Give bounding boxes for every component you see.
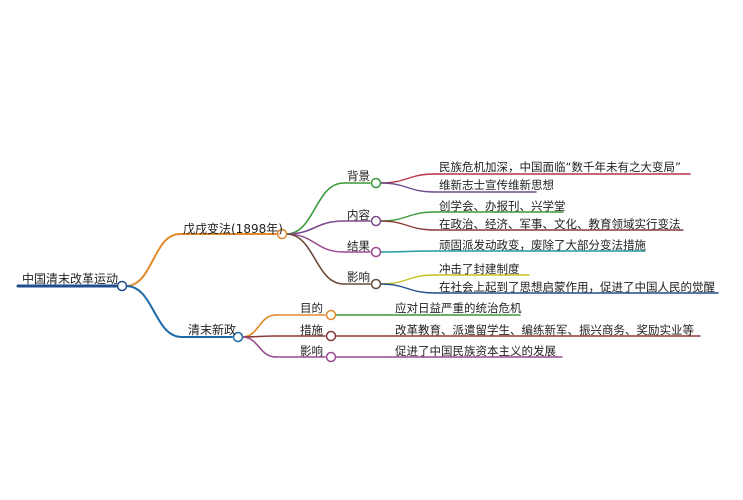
edge-topic-leaf-0-1-1 (379, 220, 436, 231)
edge-root-branch-0 (125, 233, 181, 287)
edge-branch-topic-1-0 (241, 314, 277, 338)
leaf-societies-newspapers-schools: 创学会、办报刊、兴学堂 (439, 199, 566, 213)
leaf-national-crisis: 民族危机加深，中国面临“数千年未有之大变局” (439, 160, 681, 174)
leaf-capitalism-development: 促进了中国民族资本主义的发展 (395, 344, 556, 358)
root-node-circle (116, 280, 128, 292)
leaf-reformers-propaganda: 维新志士宣传维新思想 (439, 178, 554, 192)
edge-topic-leaf-0-0-1 (379, 182, 436, 193)
leaf-coup: 顽固派发动政变，废除了大部分变法措施 (439, 238, 646, 252)
topic-background-label: 背景 (347, 169, 370, 183)
topic-node-circle-0-3 (370, 278, 382, 290)
edge-branch-topic-1-2 (241, 336, 277, 358)
topic-node-circle-1-0 (325, 309, 337, 321)
topic-content-label: 内容 (347, 208, 370, 222)
edge-topic-leaf-0-3-1 (379, 283, 436, 294)
leaf-reform-fields: 在政治、经济、军事、文化、教育领域实行变法 (439, 217, 681, 231)
edge-topic-leaf-0-0-0 (379, 173, 436, 184)
edge-branch-topic-0-0 (285, 182, 345, 235)
topic-node-circle-0-0 (370, 177, 382, 189)
topic-influence-label: 影响 (347, 270, 370, 284)
edge-topic-leaf-0-1-0 (379, 211, 436, 222)
topic-node-circle-1-2 (325, 351, 337, 363)
leaf-measures-list: 改革教育、派遣留学生、编练新军、振兴商务、奖励实业等 (395, 323, 694, 337)
branch-node-circle-1 (232, 331, 244, 343)
topic-measures-label: 措施 (300, 323, 323, 337)
topic-result-label: 结果 (347, 239, 370, 253)
edge-branch-topic-0-2 (285, 233, 345, 253)
topic-node-circle-0-1 (370, 215, 382, 227)
branch-new-policies-label: 清末新政 (188, 323, 237, 337)
edge-root-branch-1 (125, 285, 183, 338)
root-node-label: 中国清末改革运动 (22, 272, 119, 286)
branch-node-circle-0 (276, 228, 288, 240)
topic-node-circle-1-1 (325, 330, 337, 342)
branch-wuxu-label: 戊戌变法(1898年) (183, 222, 283, 236)
edge-topic-leaf-0-2-0 (379, 250, 436, 253)
topic-influence2-label: 影响 (300, 344, 323, 358)
topic-node-circle-0-2 (370, 246, 382, 258)
leaf-impact-feudalism: 冲击了封建制度 (439, 262, 520, 276)
edge-topic-leaf-0-3-0 (379, 274, 436, 285)
leaf-enlightenment: 在社会上起到了思想启蒙作用，促进了中国人民的觉醒 (439, 280, 715, 294)
topic-purpose-label: 目的 (300, 301, 323, 315)
leaf-ruling-crisis: 应对日益严重的统治危机 (395, 301, 522, 315)
edge-branch-topic-0-3 (285, 233, 345, 285)
